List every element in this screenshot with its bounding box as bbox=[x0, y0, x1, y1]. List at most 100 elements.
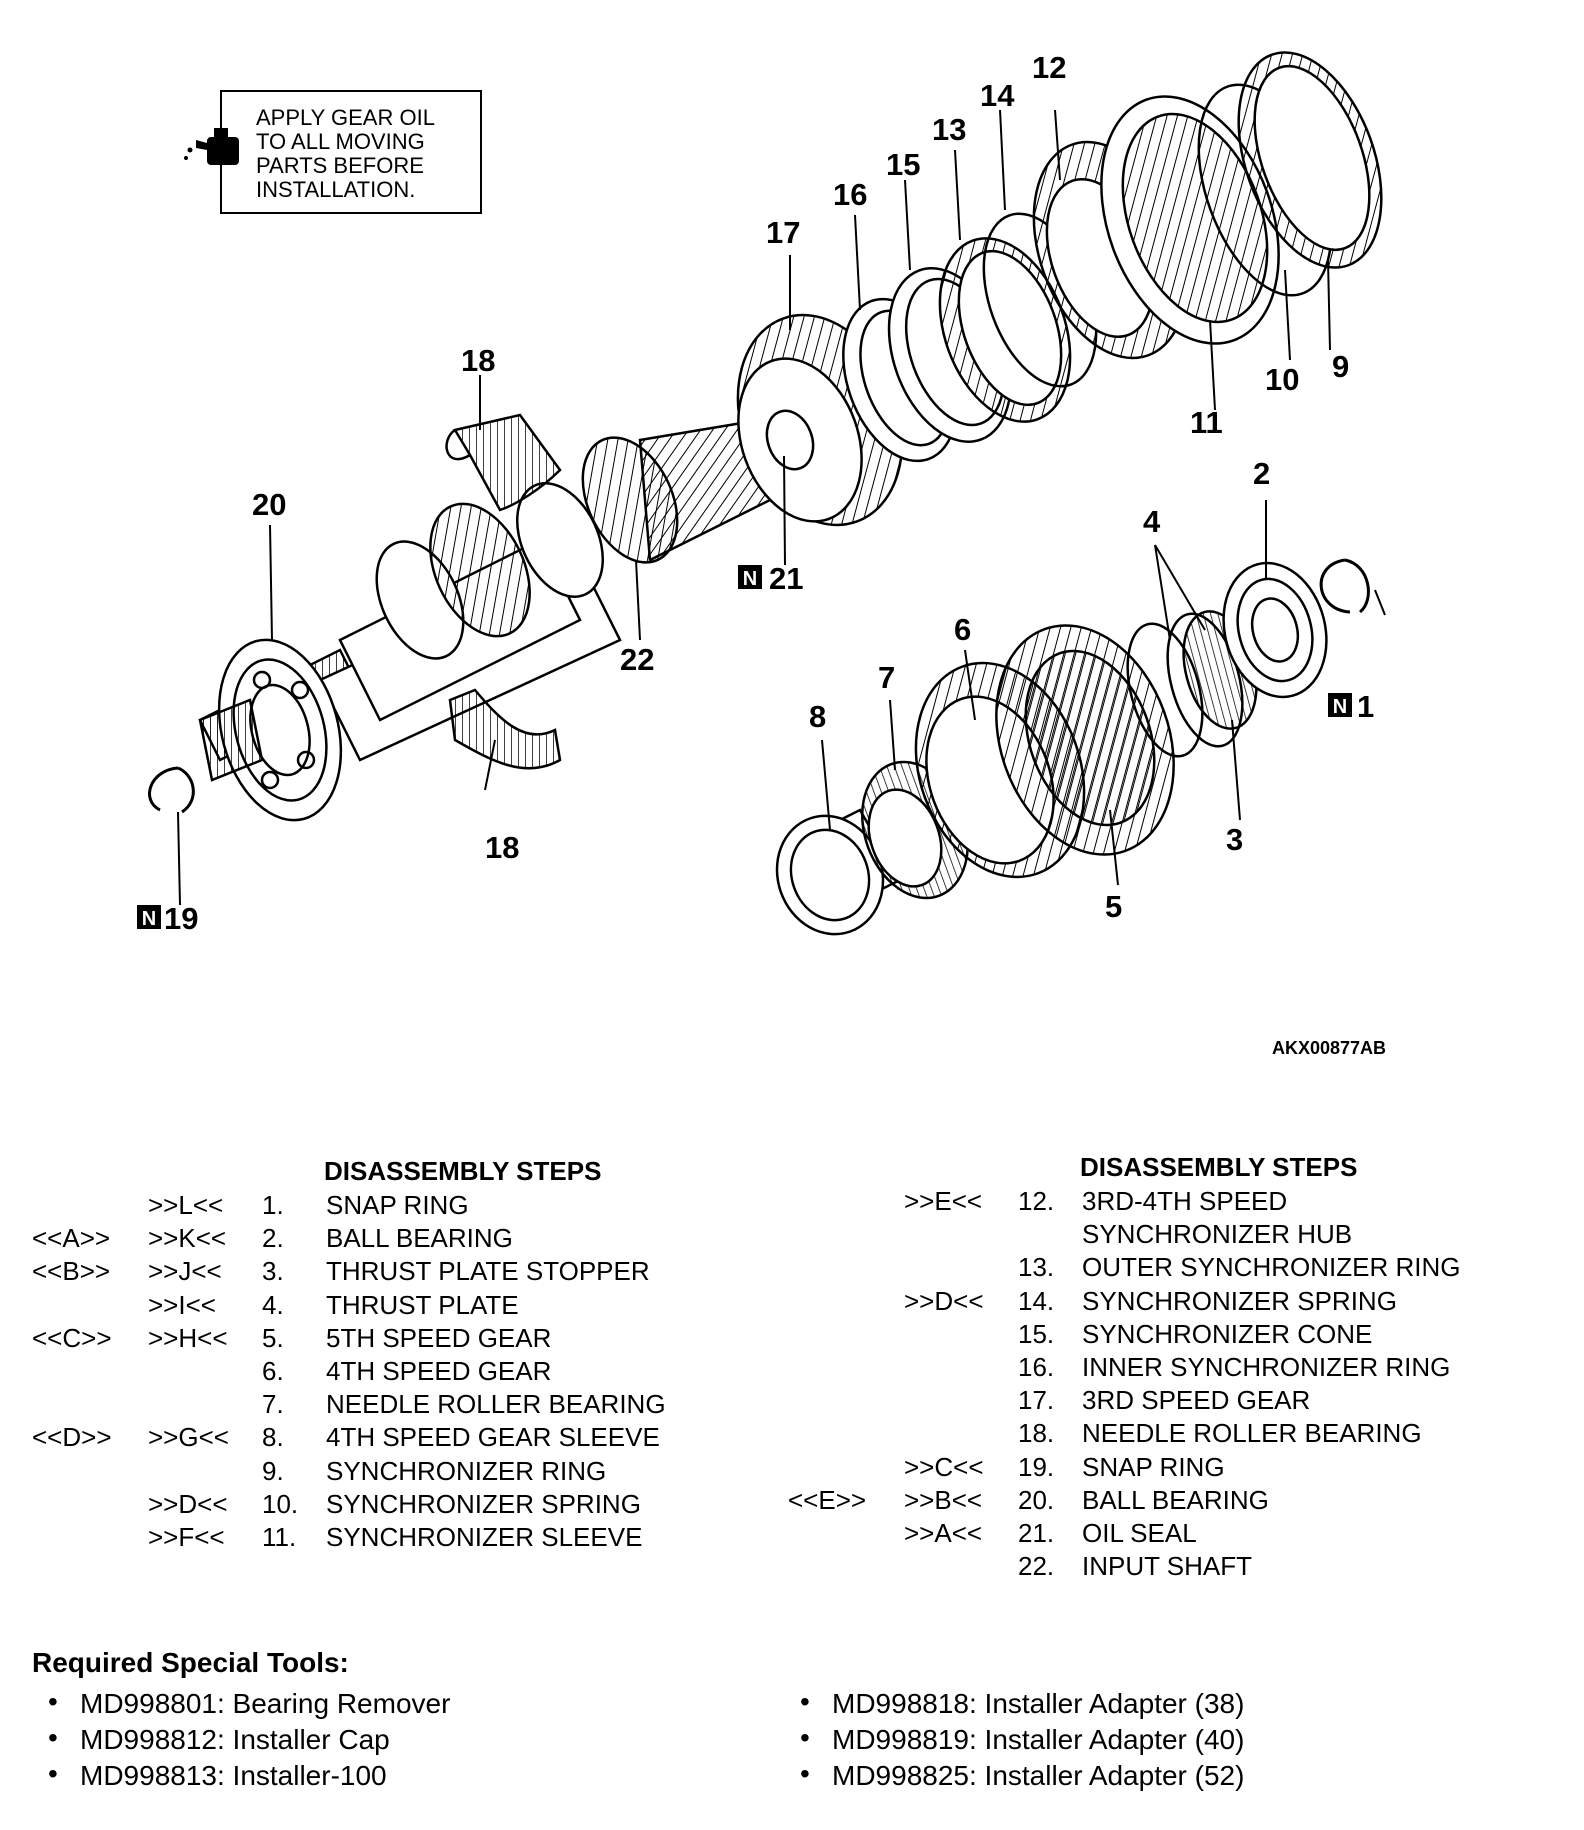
step-part-name: SYNCHRONIZER SPRING bbox=[1082, 1285, 1397, 1316]
step-removal-code: >>H<< bbox=[148, 1322, 228, 1353]
note-line: INSTALLATION. bbox=[256, 177, 416, 202]
step-install-code: <<C>> bbox=[32, 1322, 112, 1353]
step-row: 22.INPUT SHAFT bbox=[788, 1551, 1548, 1584]
step-removal-code: >>A<< bbox=[904, 1518, 983, 1548]
step-removal-code: >>I<< bbox=[148, 1289, 216, 1320]
callout-8: 8 bbox=[809, 699, 826, 734]
step-number: 20. bbox=[1018, 1484, 1055, 1515]
step-number: 6. bbox=[262, 1356, 284, 1386]
step-number: 19. bbox=[1018, 1451, 1055, 1482]
step-number: 12. bbox=[1018, 1186, 1055, 1216]
step-row: >>D<<10.SYNCHRONIZER SPRING bbox=[32, 1489, 712, 1522]
callout-21: 21 bbox=[769, 561, 803, 596]
callout-22: 22 bbox=[620, 642, 654, 677]
synchronizer-ring-9 bbox=[1237, 51, 1383, 269]
svg-text:N: N bbox=[1333, 696, 1347, 718]
bullet: • bbox=[800, 1758, 810, 1789]
input-shaft-22 bbox=[198, 408, 812, 762]
step-row: 17.3RD SPEED GEAR bbox=[788, 1385, 1548, 1418]
callout-7: 7 bbox=[878, 660, 895, 695]
callout-13: 13 bbox=[932, 112, 966, 147]
step-install-code: <<D>> bbox=[32, 1422, 112, 1453]
snap-ring-1 bbox=[1319, 558, 1370, 614]
ball-bearing-20 bbox=[217, 638, 343, 822]
step-row: SYNCHRONIZER HUB bbox=[788, 1219, 1548, 1252]
step-part-name: INNER SYNCHRONIZER RING bbox=[1082, 1352, 1451, 1382]
step-row: >>F<<11.SYNCHRONIZER SLEEVE bbox=[32, 1522, 712, 1555]
step-number: 22. bbox=[1018, 1551, 1055, 1582]
step-row: <<E>>>>B<<20.BALL BEARING bbox=[788, 1485, 1548, 1518]
step-removal-code: >>C<< bbox=[904, 1451, 984, 1482]
step-part-name: SYNCHRONIZER CONE bbox=[1082, 1318, 1373, 1349]
callout-16: 16 bbox=[833, 177, 867, 212]
callout-10: 10 bbox=[1265, 362, 1299, 397]
step-part-name: NEEDLE ROLLER BEARING bbox=[1082, 1418, 1422, 1449]
step-part-name: THRUST PLATE STOPPER bbox=[326, 1256, 650, 1287]
step-removal-code: >>D<< bbox=[148, 1488, 228, 1519]
callout-15: 15 bbox=[886, 147, 920, 182]
bullet: • bbox=[48, 1722, 58, 1753]
step-removal-code: >>E<< bbox=[904, 1186, 983, 1216]
callout-6: 6 bbox=[954, 612, 971, 647]
figure-reference-code: AKX00877AB bbox=[1272, 1038, 1387, 1058]
step-number: 2. bbox=[262, 1223, 284, 1254]
gear-oil-note-box: APPLY GEAR OIL TO ALL MOVING PARTS BEFOR… bbox=[220, 90, 482, 214]
callout-11: 11 bbox=[1190, 405, 1223, 440]
step-part-name: SYNCHRONIZER HUB bbox=[1082, 1219, 1353, 1250]
step-removal-code: >>D<< bbox=[904, 1285, 984, 1316]
4th-speed-gear-sleeve-8 bbox=[775, 808, 902, 936]
step-row: >>C<<19.SNAP RING bbox=[788, 1452, 1548, 1485]
callout-4: 4 bbox=[1143, 504, 1161, 539]
step-number: 11. bbox=[262, 1522, 297, 1552]
callout-17: 17 bbox=[766, 215, 800, 250]
bullet: • bbox=[48, 1758, 58, 1789]
callout-5: 5 bbox=[1105, 889, 1122, 924]
step-part-name: BALL BEARING bbox=[326, 1223, 513, 1254]
step-number: 13. bbox=[1018, 1252, 1055, 1283]
step-number: 17. bbox=[1018, 1385, 1055, 1416]
step-row: 13.OUTER SYNCHRONIZER RING bbox=[788, 1252, 1548, 1285]
step-number: 7. bbox=[262, 1389, 284, 1420]
step-removal-code: >>K<< bbox=[148, 1223, 227, 1254]
svg-text:N: N bbox=[743, 568, 757, 590]
callout-9: 9 bbox=[1332, 349, 1349, 384]
step-install-code: <<B>> bbox=[32, 1256, 111, 1287]
step-number: 9. bbox=[262, 1455, 284, 1486]
step-part-name: SYNCHRONIZER RING bbox=[326, 1455, 607, 1486]
note-line: TO ALL MOVING bbox=[256, 129, 425, 154]
bullet: • bbox=[48, 1686, 58, 1717]
step-number: 8. bbox=[262, 1422, 284, 1453]
bullet: • bbox=[800, 1686, 810, 1717]
step-row: 18. NEEDLE ROLLER BEARING bbox=[788, 1418, 1548, 1451]
steps-right-title: DISASSEMBLY STEPS bbox=[1080, 1152, 1358, 1182]
synchronizer-sleeve-11 bbox=[1100, 95, 1280, 345]
n-mark-19: N bbox=[137, 905, 161, 930]
tool-name: MD998819: Installer Adapter (40) bbox=[832, 1724, 1245, 1755]
note-line: APPLY GEAR OIL bbox=[256, 105, 435, 130]
step-row: <<A>> >>K<< 2. BALL BEARING bbox=[32, 1223, 712, 1256]
step-install-code: <<A>> bbox=[32, 1223, 111, 1254]
step-number: 1. bbox=[262, 1190, 284, 1220]
step-row: <<D>>>>G<<8.4TH SPEED GEAR SLEEVE bbox=[32, 1422, 712, 1455]
tool-name: MD998801: Bearing Remover bbox=[80, 1688, 451, 1719]
step-row: 9. SYNCHRONIZER RING bbox=[32, 1456, 712, 1489]
step-part-name: 5TH SPEED GEAR bbox=[326, 1322, 552, 1353]
snap-ring-19 bbox=[148, 766, 195, 814]
step-number: 18. bbox=[1018, 1418, 1055, 1449]
step-row: <<B>>>>J<<3.THRUST PLATE STOPPER bbox=[32, 1256, 712, 1289]
needle-roller-bearing-18-lower bbox=[448, 688, 562, 770]
needle-roller-bearing-18-upper bbox=[445, 413, 562, 512]
ball-bearing-2 bbox=[1222, 561, 1328, 699]
svg-text:N: N bbox=[142, 908, 156, 930]
tool-name: MD998825: Installer Adapter (52) bbox=[832, 1760, 1245, 1791]
gear-oil-note: APPLY GEAR OIL TO ALL MOVING PARTS BEFOR… bbox=[256, 106, 476, 202]
step-row: >>I<<4.THRUST PLATE bbox=[32, 1290, 712, 1323]
step-part-name: SNAP RING bbox=[326, 1190, 469, 1220]
callout-1: 1 bbox=[1357, 689, 1374, 724]
step-part-name: NEEDLE ROLLER BEARING bbox=[326, 1389, 666, 1420]
step-part-name: 3RD-4TH SPEED bbox=[1082, 1186, 1288, 1216]
tool-name: MD998812: Installer Cap bbox=[80, 1724, 390, 1755]
step-row: >>A<<21.OIL SEAL bbox=[788, 1518, 1548, 1551]
step-part-name: 4TH SPEED GEAR SLEEVE bbox=[326, 1422, 660, 1453]
step-install-code: <<E>> bbox=[788, 1484, 867, 1515]
